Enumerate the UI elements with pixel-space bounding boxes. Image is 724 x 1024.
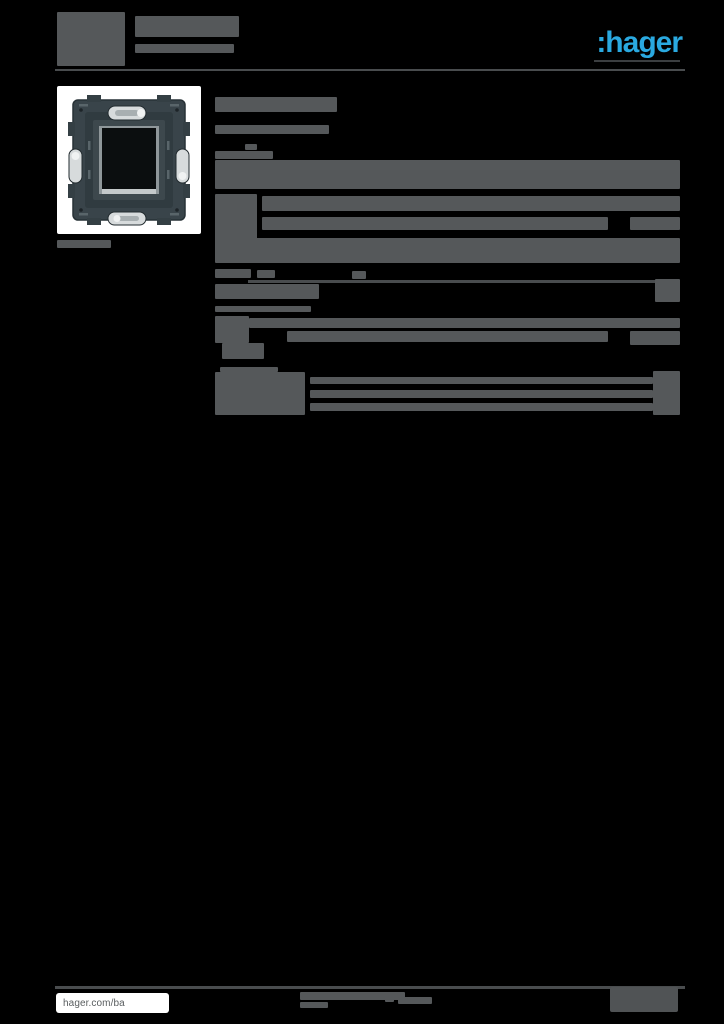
footer-text-redacted	[300, 992, 405, 1000]
footer-dash-redacted	[385, 999, 394, 1002]
footer-text-redacted	[300, 1002, 328, 1008]
spec-rule	[248, 280, 680, 283]
spec-value-redacted	[262, 196, 680, 211]
spec-word-redacted	[245, 144, 257, 150]
spec-word-redacted	[257, 270, 275, 278]
spec-paragraph-redacted	[215, 160, 680, 189]
footer-rule	[55, 986, 685, 989]
product-caption-redacted	[57, 240, 111, 248]
spec-value-redacted	[310, 377, 653, 384]
spec-label-redacted	[215, 194, 257, 240]
spec-label-row-redacted	[220, 367, 278, 372]
mounting-frame-photo-svg	[68, 95, 190, 226]
header-subtitle-redacted	[135, 44, 234, 53]
spec-value-right-redacted	[630, 331, 680, 345]
spec-value-redacted	[262, 217, 608, 230]
section-subtitle-redacted	[215, 125, 329, 134]
spec-value-right-redacted	[655, 279, 680, 302]
spec-label-redacted	[215, 316, 249, 343]
spec-label-redacted	[215, 372, 305, 415]
section-title-redacted	[215, 97, 337, 112]
spec-paragraph-redacted	[215, 238, 680, 263]
spec-value-redacted	[310, 390, 653, 398]
header-title-redacted	[135, 16, 239, 37]
spec-value-right-redacted	[630, 217, 680, 230]
product-photo-card	[57, 86, 201, 234]
hager-logo: :hager	[596, 26, 683, 59]
logo-underline	[594, 60, 680, 62]
spec-value-redacted	[310, 403, 653, 411]
spec-value-right-redacted	[653, 371, 680, 415]
footer-site-link[interactable]: hager.com/ba	[56, 993, 169, 1013]
footer-right-block-redacted	[610, 987, 678, 1012]
spec-value-redacted	[287, 331, 608, 342]
spec-label-redacted	[215, 151, 273, 159]
spec-label-row-redacted	[215, 306, 311, 312]
header-reference-redacted	[57, 12, 125, 66]
footer-text-redacted	[398, 997, 432, 1004]
spec-label-redacted	[222, 343, 264, 359]
spec-label-redacted	[215, 284, 319, 299]
header-rule	[55, 69, 685, 71]
spec-word-redacted	[352, 271, 366, 279]
spec-label-redacted	[215, 269, 251, 278]
spec-value-redacted	[249, 318, 680, 328]
